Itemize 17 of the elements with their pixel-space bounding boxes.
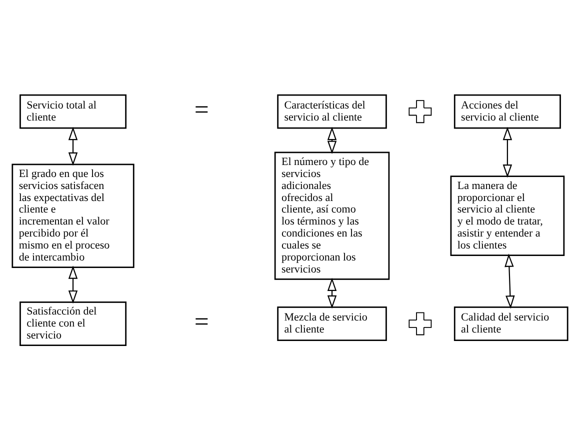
arrow bbox=[327, 126, 337, 154]
node-box: Calidad del servicio al cliente bbox=[454, 306, 568, 340]
node-box: El número y tipo de servicios adicionales ofrecidos al cliente, así como los términos y las condiciones en las cuales se proporcionan los servicios bbox=[274, 151, 390, 280]
arrow bbox=[502, 126, 512, 178]
node-box: Mezcla de servicio al cliente bbox=[277, 306, 387, 340]
label: = bbox=[194, 306, 209, 336]
node-box: Características del servicio al cliente bbox=[277, 94, 387, 128]
arrow bbox=[504, 253, 515, 308]
node-box: La manera de proporcionar el servicio al cliente y el modo de tratar, asistir y entender a los clientes bbox=[450, 175, 565, 256]
node-box: Servicio total al cliente bbox=[20, 94, 127, 128]
arrow bbox=[68, 265, 78, 304]
node-box: Satisfacción del cliente con el servicio bbox=[20, 300, 127, 346]
arrow bbox=[68, 126, 78, 166]
arrow bbox=[327, 277, 337, 308]
node-box: El grado en que los servicios satisfacen las expectativas del cliente e incrementan el valor percibido por él mismo en el proceso de intercambio bbox=[12, 163, 134, 268]
label: = bbox=[194, 94, 209, 124]
node-box: Acciones del servicio al cliente bbox=[454, 94, 561, 128]
